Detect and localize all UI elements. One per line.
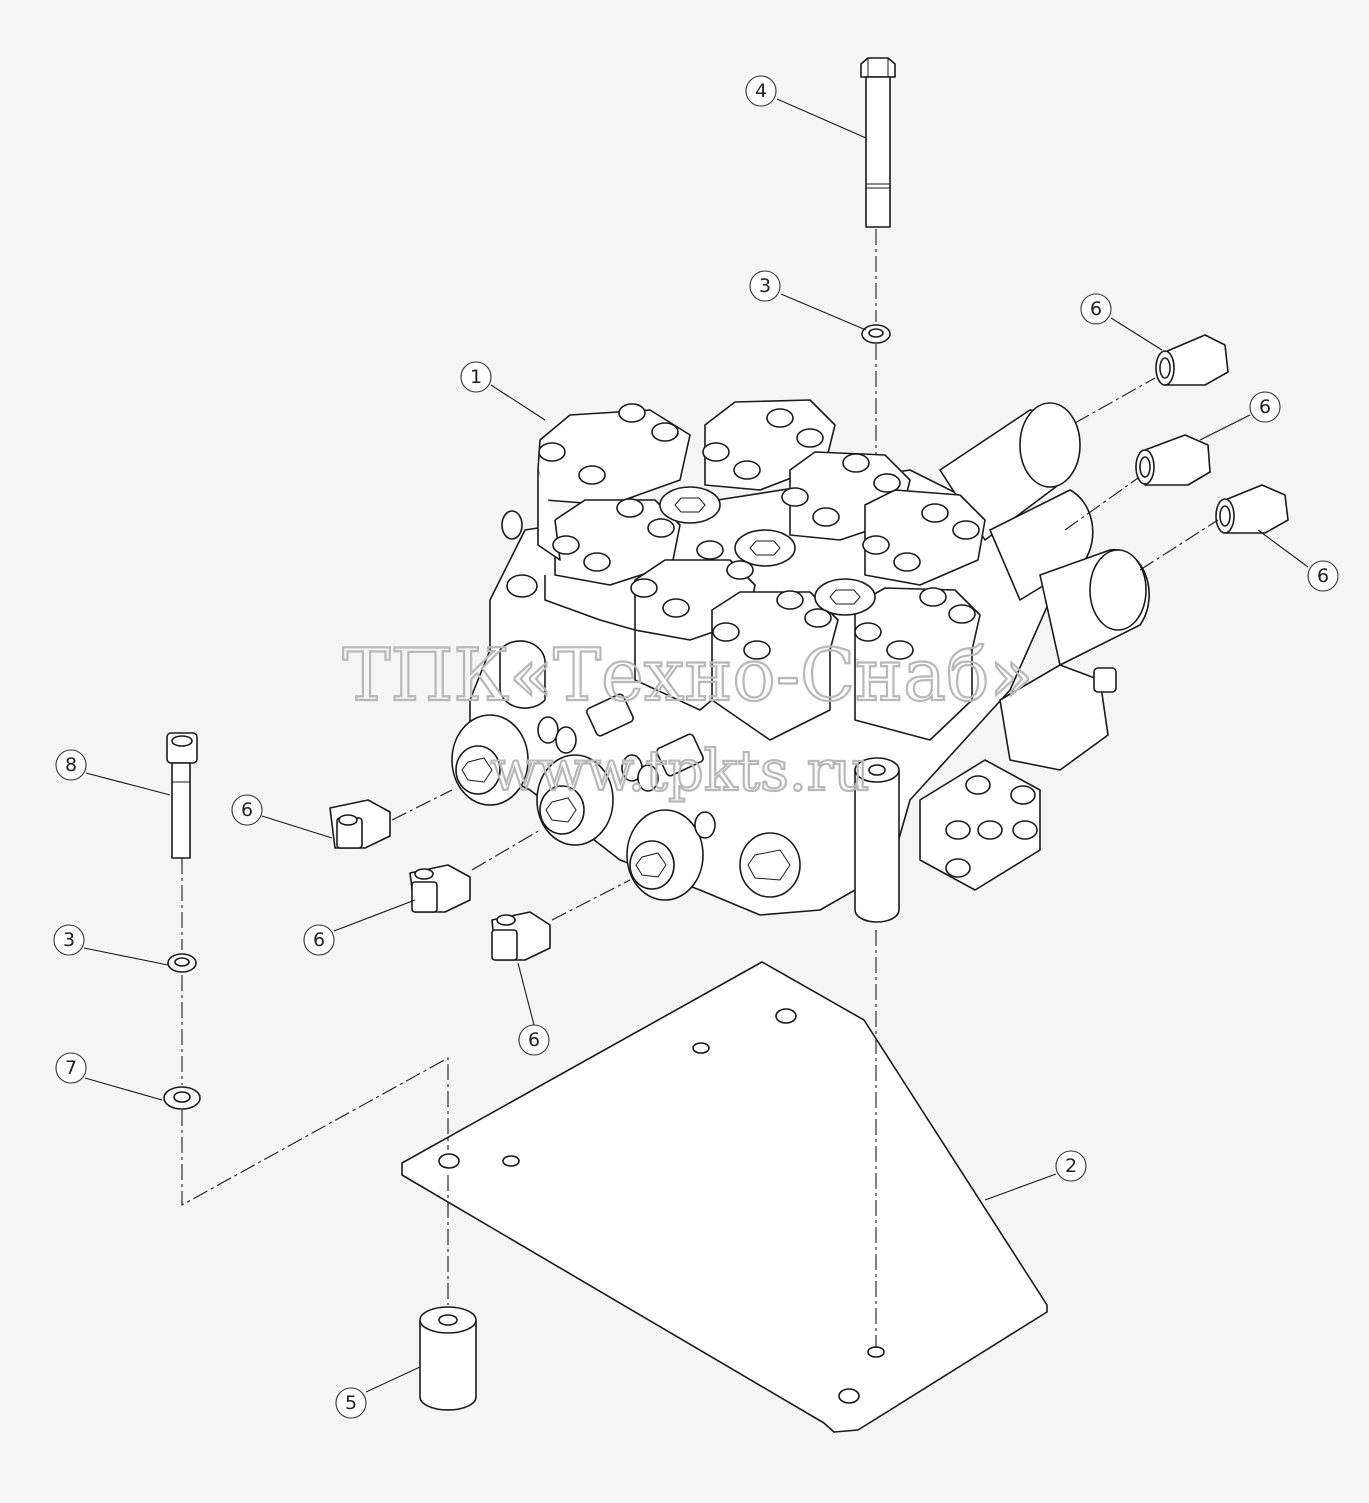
callout-label: 6	[1259, 396, 1271, 418]
watermark-line-1: ТПК«Техно-Снаб»	[343, 633, 1034, 717]
callout-label: 6	[1317, 565, 1329, 587]
flat-washer	[163, 1086, 201, 1110]
valve-mount-boss	[854, 757, 1041, 923]
callout-label: 6	[241, 799, 253, 821]
callout-6-c: 6	[1307, 560, 1339, 592]
callout-1: 1	[460, 361, 492, 393]
callout-7: 7	[55, 1052, 87, 1084]
callout-6-f: 6	[518, 1024, 550, 1056]
callout-6-b: 6	[1249, 391, 1281, 423]
callout-label: 3	[63, 929, 75, 951]
callout-label: 5	[345, 1392, 357, 1414]
callout-label: 2	[1065, 1155, 1077, 1177]
assembly-centerlines	[181, 229, 1219, 1348]
cap-bolt-heads	[538, 403, 980, 660]
spacer-sleeve	[419, 1306, 477, 1411]
elbow-fitting-right-1	[1155, 334, 1229, 386]
callout-3-top: 3	[749, 270, 781, 302]
callout-label: 8	[65, 754, 77, 776]
callout-label: 6	[313, 929, 325, 951]
callout-2: 2	[1055, 1150, 1087, 1182]
elbow-fitting-right-3	[1215, 484, 1289, 534]
bolt-socket	[166, 732, 198, 859]
callout-6-d: 6	[231, 794, 263, 826]
valve-block	[451, 399, 1150, 923]
callout-6-e: 6	[303, 924, 335, 956]
callout-6-a: 6	[1080, 293, 1112, 325]
elbow-fitting-left-3	[491, 911, 551, 961]
valve-ports-left	[451, 510, 801, 901]
callout-label: 3	[759, 275, 771, 297]
watermark-line-2: www.tpkts.ru	[490, 739, 869, 804]
leader-lines	[83, 98, 1309, 1393]
base-plate	[401, 961, 1048, 1433]
callout-label: 7	[65, 1057, 77, 1079]
callout-3-left: 3	[53, 924, 85, 956]
callout-4: 4	[745, 75, 777, 107]
watermark: ТПК«Техно-Снаб» www.tpkts.ru	[341, 632, 1034, 805]
washer-left	[167, 953, 197, 973]
callout-5: 5	[335, 1387, 367, 1419]
bolt-long	[860, 57, 896, 228]
callout-label: 6	[1090, 298, 1102, 320]
callout-label: 6	[528, 1029, 540, 1051]
elbow-fitting-right-2	[1135, 434, 1211, 486]
elbow-fitting-left-1	[329, 799, 391, 849]
elbow-fitting-left-2	[409, 864, 471, 913]
callout-label: 4	[755, 80, 767, 102]
callout-8: 8	[55, 749, 87, 781]
callout-label: 1	[470, 366, 482, 388]
washer-top	[861, 324, 891, 344]
